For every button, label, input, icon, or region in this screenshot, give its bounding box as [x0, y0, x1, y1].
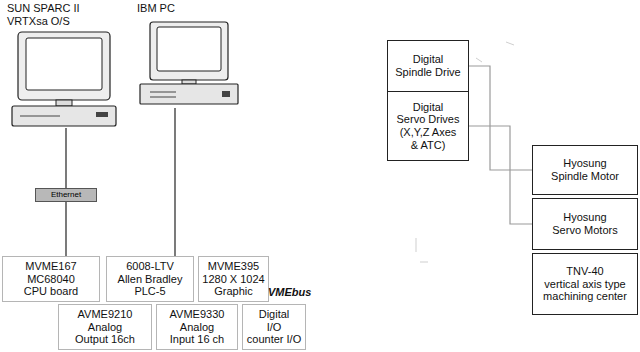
- drive-slot: [150, 97, 176, 98]
- device-heading: IBM PC: [137, 2, 175, 15]
- box-text: Servo Motors: [552, 224, 617, 237]
- box-text: Digital: [259, 308, 290, 321]
- board-box: AVME9330AnalogInput 16 ch: [156, 304, 238, 350]
- box-text: & ATC): [411, 139, 446, 152]
- box-text: TNV-40: [566, 265, 603, 278]
- power-button: [222, 91, 230, 97]
- box-text: Hyosung: [563, 211, 606, 224]
- box-text: MC68040: [27, 273, 75, 286]
- pc-node: IBM PC: [135, 2, 241, 108]
- bus-label: VMEbus: [268, 286, 311, 298]
- box-text: PLC-5: [134, 285, 165, 298]
- box-text: MVME167: [25, 260, 76, 273]
- box-text: Analog: [88, 321, 122, 334]
- box-text: Ethernet: [51, 191, 81, 200]
- drive-slot: [150, 92, 176, 93]
- connector-line: [65, 128, 66, 188]
- motor-box: HyosungSpindle Motor: [532, 145, 638, 195]
- workstation-icon: [12, 32, 116, 126]
- box-text: Hyosung: [563, 157, 606, 170]
- box-text: CPU board: [24, 285, 78, 298]
- box-text: MVME395: [208, 260, 259, 273]
- board-box: MVME3951280 X 1024Graphic: [198, 256, 269, 302]
- box-text: Output 16ch: [75, 333, 135, 346]
- box-text: Input 16 ch: [170, 333, 224, 346]
- box-text: Digital: [413, 101, 444, 114]
- box-text: (X,Y,Z Axes: [400, 126, 457, 139]
- device-heading: SUN SPARC II: [7, 2, 80, 15]
- drive-box: DigitalSpindle Drive: [387, 40, 469, 92]
- system-unit: [140, 84, 238, 104]
- power-led: [96, 112, 108, 117]
- box-text: vertical axis type: [544, 278, 625, 291]
- monitor-case: [150, 22, 228, 80]
- box-text: counter I/O: [247, 333, 301, 346]
- connector-line: [469, 66, 532, 170]
- connector-line: [469, 126, 532, 224]
- box-text: Allen Bradley: [118, 273, 183, 286]
- system-unit: [12, 106, 116, 126]
- monitor-neck: [56, 100, 72, 106]
- connector-line: [174, 108, 175, 256]
- box-text: I/O: [267, 321, 282, 334]
- box-text: machining center: [543, 290, 627, 303]
- machine-box: TNV-40vertical axis typemachining center: [532, 253, 638, 315]
- workstation-node: SUN SPARC IIVRTXsa O/S: [5, 2, 123, 128]
- motor-box: HyosungServo Motors: [532, 198, 638, 250]
- pc-icon: [140, 22, 238, 104]
- box-text: Spindle Motor: [551, 170, 619, 183]
- drive-slot: [20, 116, 60, 117]
- box-text: AVME9330: [170, 308, 225, 321]
- board-box: AVME9210AnalogOutput 16ch: [58, 304, 152, 350]
- board-box: 6008-LTVAllen BradleyPLC-5: [106, 256, 194, 302]
- box-text: Analog: [180, 321, 214, 334]
- monitor-case: [18, 32, 110, 100]
- box-text: AVME9210: [78, 308, 133, 321]
- network-bar: Ethernet: [35, 188, 97, 202]
- device-heading: VRTXsa O/S: [7, 15, 70, 28]
- monitor-screen: [26, 38, 102, 90]
- monitor-screen: [157, 27, 221, 71]
- connector-line: [65, 202, 66, 256]
- box-text: Spindle Drive: [395, 66, 460, 79]
- box-text: 1280 X 1024: [202, 273, 264, 286]
- box-text: Graphic: [214, 285, 253, 298]
- board-box: DigitalI/Ocounter I/O: [242, 304, 306, 350]
- drive-box: DigitalServo Drives(X,Y,Z Axes& ATC): [387, 91, 469, 161]
- box-text: Servo Drives: [397, 113, 460, 126]
- box-text: Digital: [413, 53, 444, 66]
- box-text: 6008-LTV: [126, 260, 174, 273]
- board-box: MVME167MC68040CPU board: [2, 256, 100, 302]
